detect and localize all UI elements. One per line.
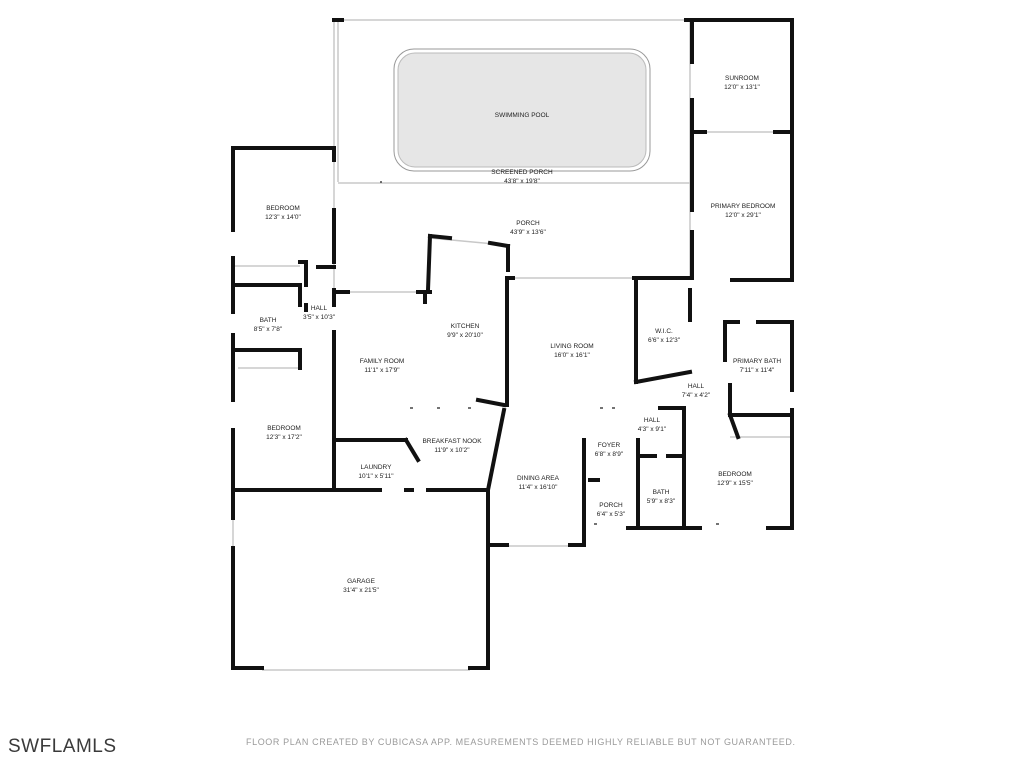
room-name: BEDROOM: [267, 425, 301, 432]
room-label-primary-bath: PRIMARY BATH 7'11" x 11'4": [733, 357, 781, 375]
walls: [231, 18, 794, 670]
room-name: HALL: [310, 305, 328, 312]
room-label-hall-1: HALL 3'5" x 10'3": [303, 304, 335, 322]
room-dimensions: 11'1" x 17'9": [364, 367, 400, 374]
room-label-breakfast-nook: BREAKFAST NOOK 11'9" x 10'2": [422, 437, 481, 455]
room-label-family-room: FAMILY ROOM 11'1" x 17'9": [360, 357, 405, 375]
room-name: DINING AREA: [517, 475, 559, 482]
room-dimensions: 12'3" x 14'0": [265, 214, 301, 221]
room-name: GARAGE: [347, 578, 375, 585]
room-label-living-room: LIVING ROOM 16'0" x 16'1": [550, 342, 593, 360]
room-name: SUNROOM: [725, 75, 759, 82]
room-name: PORCH: [599, 502, 623, 509]
room-name: HALL: [687, 383, 705, 390]
room-dimensions: 5'9" x 8'3": [646, 498, 676, 505]
room-label-garage: GARAGE 31'4" x 21'5": [343, 577, 379, 595]
room-label-bedroom-2: BEDROOM 12'3" x 17'2": [266, 424, 302, 442]
room-dimensions: 11'4" x 16'10": [518, 484, 558, 491]
room-name: SWIMMING POOL: [494, 112, 550, 119]
room-label-foyer: FOYER 6'8" x 8'9": [595, 441, 623, 459]
room-name: LIVING ROOM: [550, 343, 594, 350]
room-dimensions: 16'0" x 16'1": [554, 352, 590, 359]
room-label-dining-area: DINING AREA 11'4" x 16'10": [517, 474, 559, 492]
room-label-porch-front: PORCH 6'4" x 5'3": [597, 501, 625, 519]
room-label-bedroom-1: BEDROOM 12'3" x 14'0": [265, 204, 301, 222]
room-name: SCREENED PORCH: [491, 169, 553, 176]
room-name: BEDROOM: [718, 471, 752, 478]
room-name: BEDROOM: [266, 205, 300, 212]
room-dimensions: 43'9" x 13'6": [510, 229, 546, 236]
room-name: PRIMARY BEDROOM: [710, 203, 776, 210]
room-dimensions: 3'5" x 10'3": [302, 314, 336, 321]
room-dimensions: 11'9" x 10'2": [434, 447, 470, 454]
room-dimensions: 9'9" x 20'10": [447, 332, 483, 339]
room-dimensions: 12'0" x 29'1": [725, 212, 761, 219]
room-dimensions: 12'0" x 13'1": [724, 84, 760, 91]
room-dimensions: 31'4" x 21'5": [343, 587, 379, 594]
room-dimensions: 7'4" x 4'2": [681, 392, 711, 399]
room-label-sunroom: SUNROOM 12'0" x 13'1": [724, 74, 760, 92]
room-label-swimming-pool: SWIMMING POOL: [495, 111, 550, 120]
room-dimensions: 4'3" x 9'1": [637, 426, 667, 433]
room-label-hall-2: HALL 7'4" x 4'2": [682, 382, 710, 400]
room-name: W.I.C.: [655, 328, 673, 335]
room-label-bath-1: BATH 8'5" x 7'8": [254, 316, 282, 334]
swimming-pool-shape: [393, 48, 651, 172]
room-dimensions: 8'5" x 7'8": [253, 326, 283, 333]
room-name: FOYER: [597, 442, 621, 449]
room-name: PORCH: [516, 220, 540, 227]
room-name: HALL: [643, 417, 661, 424]
room-name: BATH: [259, 317, 277, 324]
room-name: LAUNDRY: [360, 464, 392, 471]
room-name: PRIMARY BATH: [732, 358, 782, 365]
room-name: BATH: [652, 489, 670, 496]
room-label-screened-porch: SCREENED PORCH 43'8" x 19'8": [491, 168, 552, 186]
room-label-wic: W.I.C. 6'6" x 12'3": [648, 327, 680, 345]
room-label-porch-rear: PORCH 43'9" x 13'6": [510, 219, 546, 237]
room-dimensions: 12'3" x 17'2": [266, 434, 302, 441]
room-dimensions: 6'6" x 12'3": [647, 337, 681, 344]
room-dimensions: 10'1" x 5'11": [358, 473, 394, 480]
room-label-bath-2: BATH 5'9" x 8'3": [647, 488, 675, 506]
cubicasa-disclaimer: FLOOR PLAN CREATED BY CUBICASA APP. MEAS…: [246, 737, 796, 747]
room-label-laundry: LAUNDRY 10'1" x 5'11": [358, 463, 393, 481]
room-label-bedroom-3: BEDROOM 12'9" x 15'5": [717, 470, 753, 488]
room-label-primary-bedroom: PRIMARY BEDROOM 12'0" x 29'1": [711, 202, 776, 220]
room-dimensions: 7'11" x 11'4": [739, 367, 775, 374]
door-markers: [380, 181, 719, 525]
room-dimensions: 12'9" x 15'5": [717, 480, 753, 487]
room-name: BREAKFAST NOOK: [422, 438, 482, 445]
room-name: FAMILY ROOM: [359, 358, 405, 365]
room-label-kitchen: KITCHEN 9'9" x 20'10": [447, 322, 483, 340]
room-dimensions: 43'8" x 19'8": [504, 178, 540, 185]
room-name: KITCHEN: [450, 323, 480, 330]
room-dimensions: 6'8" x 8'9": [594, 451, 624, 458]
room-label-hall-3: HALL 4'3" x 9'1": [638, 416, 666, 434]
room-dimensions: 6'4" x 5'3": [596, 511, 626, 518]
swflamls-watermark: SWFLAMLS: [8, 736, 117, 757]
